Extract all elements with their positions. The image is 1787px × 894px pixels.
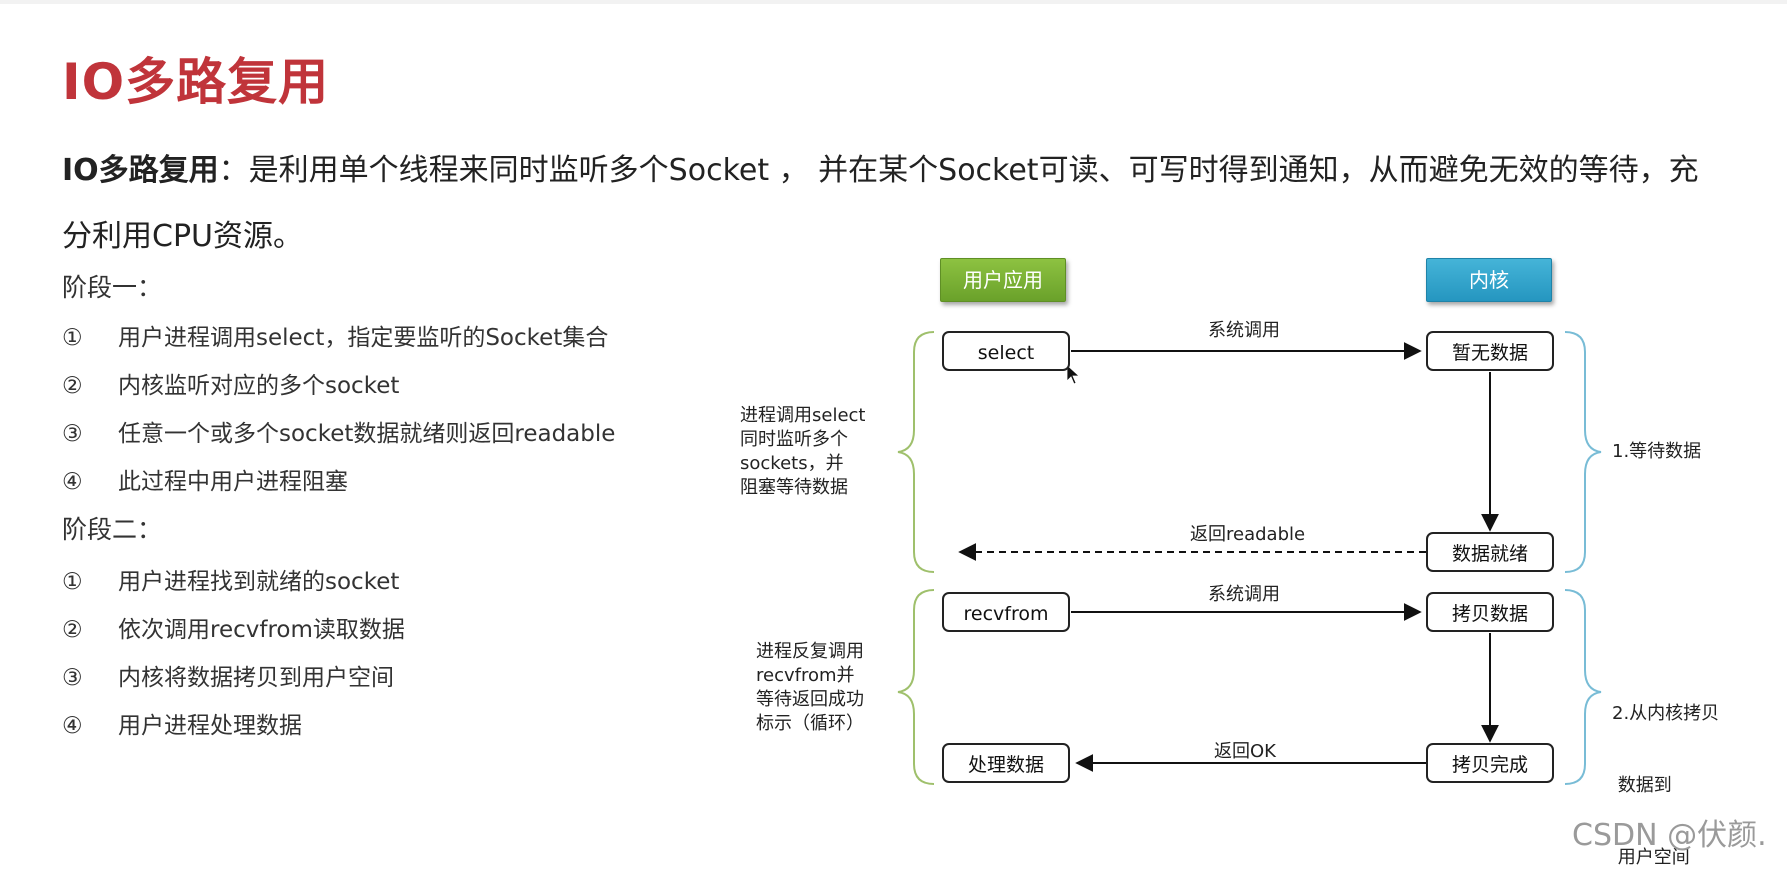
note-line: 1.等待数据: [1612, 441, 1702, 462]
note-line: recvfrom并: [756, 665, 855, 686]
stage2-step-4: ④ 用户进程处理数据: [62, 706, 302, 740]
left-note-phase1: 进程调用select 同时监听多个 sockets，并 阻塞等待数据: [740, 404, 865, 500]
node-data-ready: 数据就绪: [1426, 532, 1554, 572]
user-app-header: 用户应用: [940, 258, 1066, 302]
note-line: 同时监听多个: [740, 429, 848, 450]
stage1-heading: 阶段一：: [62, 273, 163, 302]
definition-text: ：是利用单个线程来同时监听多个Socket ， 并在某个Socket可读、可写时…: [62, 153, 1699, 254]
note-line: sockets，并: [740, 453, 844, 474]
step-text: 此过程中用户进程阻塞: [118, 469, 348, 495]
note-line: 标示（循环）: [756, 713, 864, 734]
right-brace-phase1: [1564, 331, 1602, 573]
step-text: 用户进程找到就绪的socket: [118, 569, 400, 595]
page-title: IO多路复用: [62, 53, 330, 111]
step-text: 依次调用recvfrom读取数据: [118, 617, 405, 643]
stage1-step-2: ② 内核监听对应的多个socket: [62, 366, 399, 400]
edge-label-syscall-2: 系统调用: [1208, 584, 1280, 605]
right-note-phase1: 1.等待数据: [1612, 440, 1701, 464]
step-number: ②: [62, 373, 83, 399]
note-line: 等待返回成功: [756, 689, 864, 710]
left-brace-phase2: [897, 589, 935, 785]
edge-label-return-readable: 返回readable: [1190, 524, 1306, 545]
step-number: ④: [62, 713, 83, 739]
step-text: 内核监听对应的多个socket: [118, 373, 400, 399]
step-text: 用户进程处理数据: [118, 713, 302, 739]
step-number: ④: [62, 469, 83, 495]
right-brace-phase2: [1564, 589, 1602, 785]
note-line: 阻塞等待数据: [740, 477, 848, 498]
left-note-phase2: 进程反复调用 recvfrom并 等待返回成功 标示（循环）: [756, 640, 864, 736]
step-text: 内核将数据拷贝到用户空间: [118, 665, 394, 691]
node-recvfrom: recvfrom: [942, 592, 1070, 632]
node-copy-done: 拷贝完成: [1426, 743, 1554, 783]
step-number: ③: [62, 665, 83, 691]
note-line: 进程调用select: [740, 405, 866, 426]
node-select: select: [942, 331, 1070, 371]
top-border: [0, 0, 1787, 4]
kernel-header: 内核: [1426, 258, 1552, 302]
node-copy-data: 拷贝数据: [1426, 592, 1554, 632]
edge-label-syscall-1: 系统调用: [1208, 320, 1280, 341]
right-note-phase2: 2.从内核拷贝 数据到 用户空间: [1612, 654, 1719, 894]
stage1-step-4: ④ 此过程中用户进程阻塞: [62, 462, 348, 496]
stage2-step-3: ③ 内核将数据拷贝到用户空间: [62, 658, 394, 692]
step-text: 任意一个或多个socket数据就绪则返回readable: [118, 421, 616, 447]
node-process-data: 处理数据: [942, 743, 1070, 783]
definition-paragraph: IO多路复用：是利用单个线程来同时监听多个Socket ， 并在某个Socket…: [62, 138, 1712, 270]
diagram-connectors: [897, 331, 1602, 785]
stage1-step-1: ① 用户进程调用select，指定要监听的Socket集合: [62, 318, 608, 352]
stage2-step-1: ① 用户进程找到就绪的socket: [62, 562, 399, 596]
mouse-cursor-icon: [1066, 364, 1081, 385]
stage2-step-2: ② 依次调用recvfrom读取数据: [62, 610, 405, 644]
step-number: ①: [62, 325, 83, 351]
step-number: ②: [62, 617, 83, 643]
csdn-watermark: CSDN @伏颜.: [1572, 818, 1767, 853]
stage1-step-3: ③ 任意一个或多个socket数据就绪则返回readable: [62, 414, 615, 448]
left-brace-phase1: [897, 331, 935, 573]
note-line: 进程反复调用: [756, 641, 864, 662]
edge-label-return-ok: 返回OK: [1214, 741, 1276, 762]
step-text: 用户进程调用select，指定要监听的Socket集合: [118, 325, 609, 351]
note-line: 数据到: [1612, 775, 1672, 796]
step-number: ①: [62, 569, 83, 595]
step-number: ③: [62, 421, 83, 447]
definition-term: IO多路复用: [62, 153, 219, 188]
stage2-heading: 阶段二：: [62, 515, 163, 544]
node-no-data: 暂无数据: [1426, 331, 1554, 371]
note-line: 2.从内核拷贝: [1612, 703, 1720, 724]
